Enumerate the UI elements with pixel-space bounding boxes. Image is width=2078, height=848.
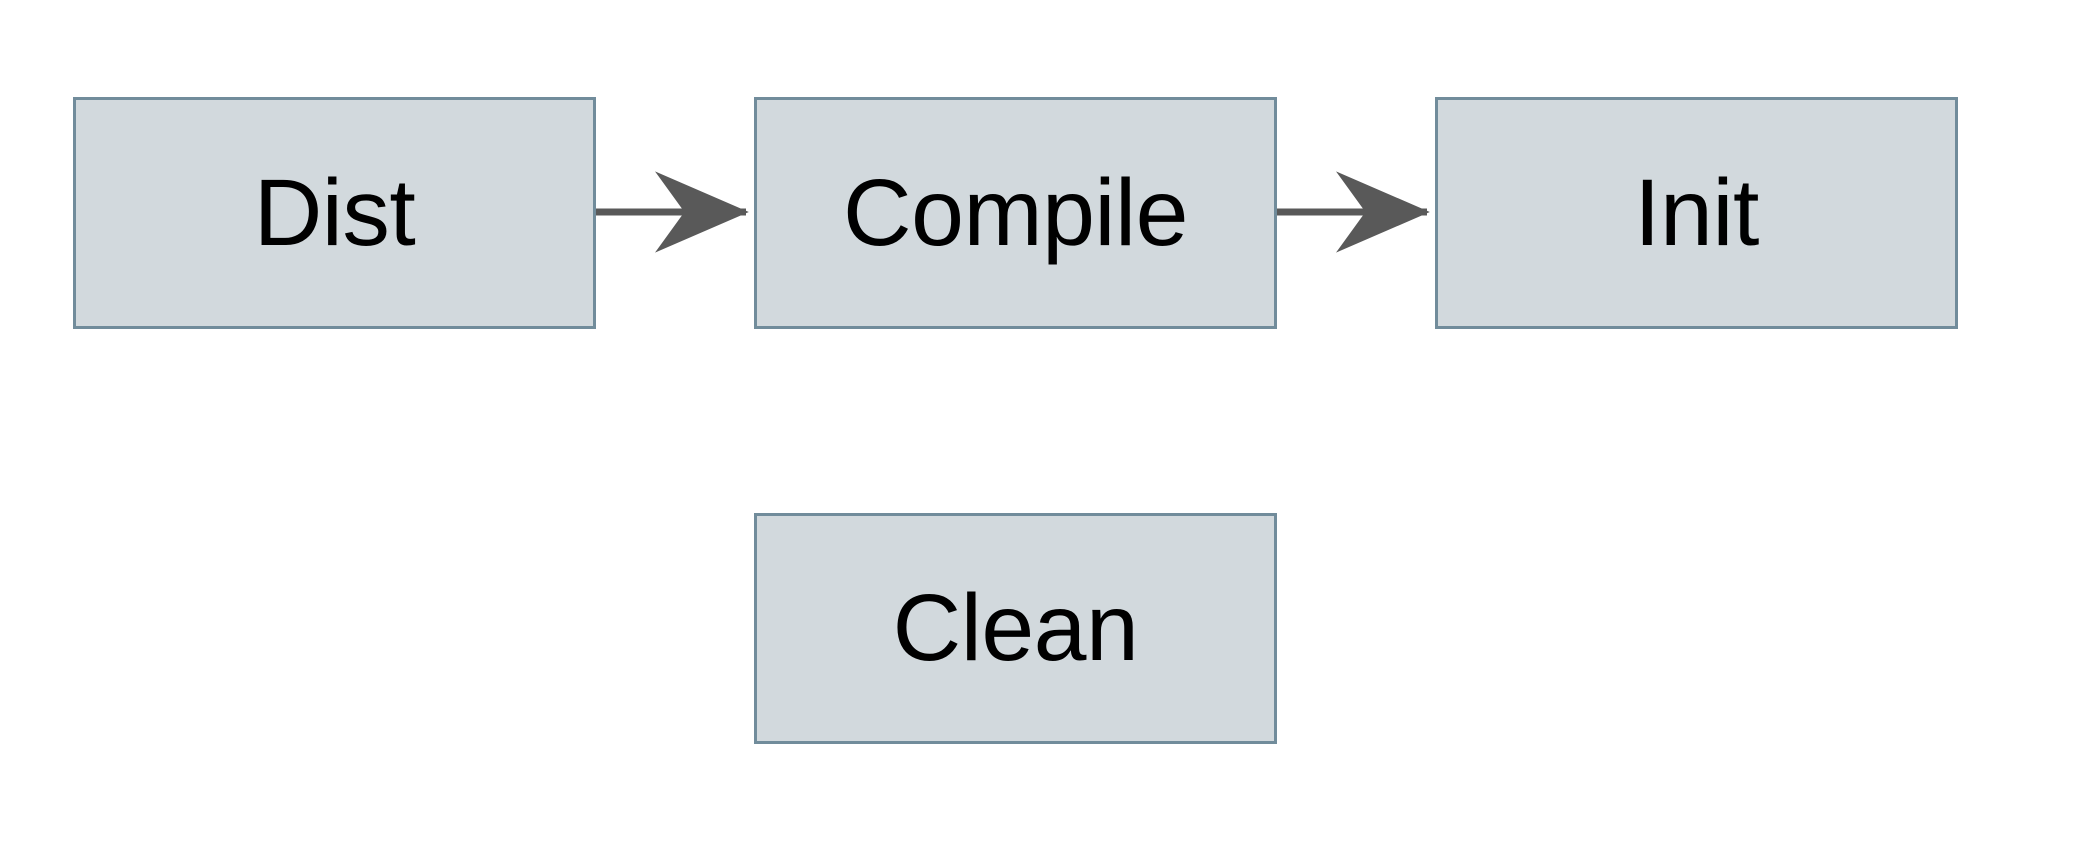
node-clean[interactable]: Clean bbox=[754, 513, 1277, 744]
node-init-label: Init bbox=[1634, 159, 1759, 266]
node-dist[interactable]: Dist bbox=[73, 97, 596, 329]
node-compile-label: Compile bbox=[843, 159, 1188, 266]
node-compile[interactable]: Compile bbox=[754, 97, 1277, 329]
node-init[interactable]: Init bbox=[1435, 97, 1958, 329]
node-clean-label: Clean bbox=[892, 575, 1139, 681]
node-dist-label: Dist bbox=[253, 159, 416, 266]
